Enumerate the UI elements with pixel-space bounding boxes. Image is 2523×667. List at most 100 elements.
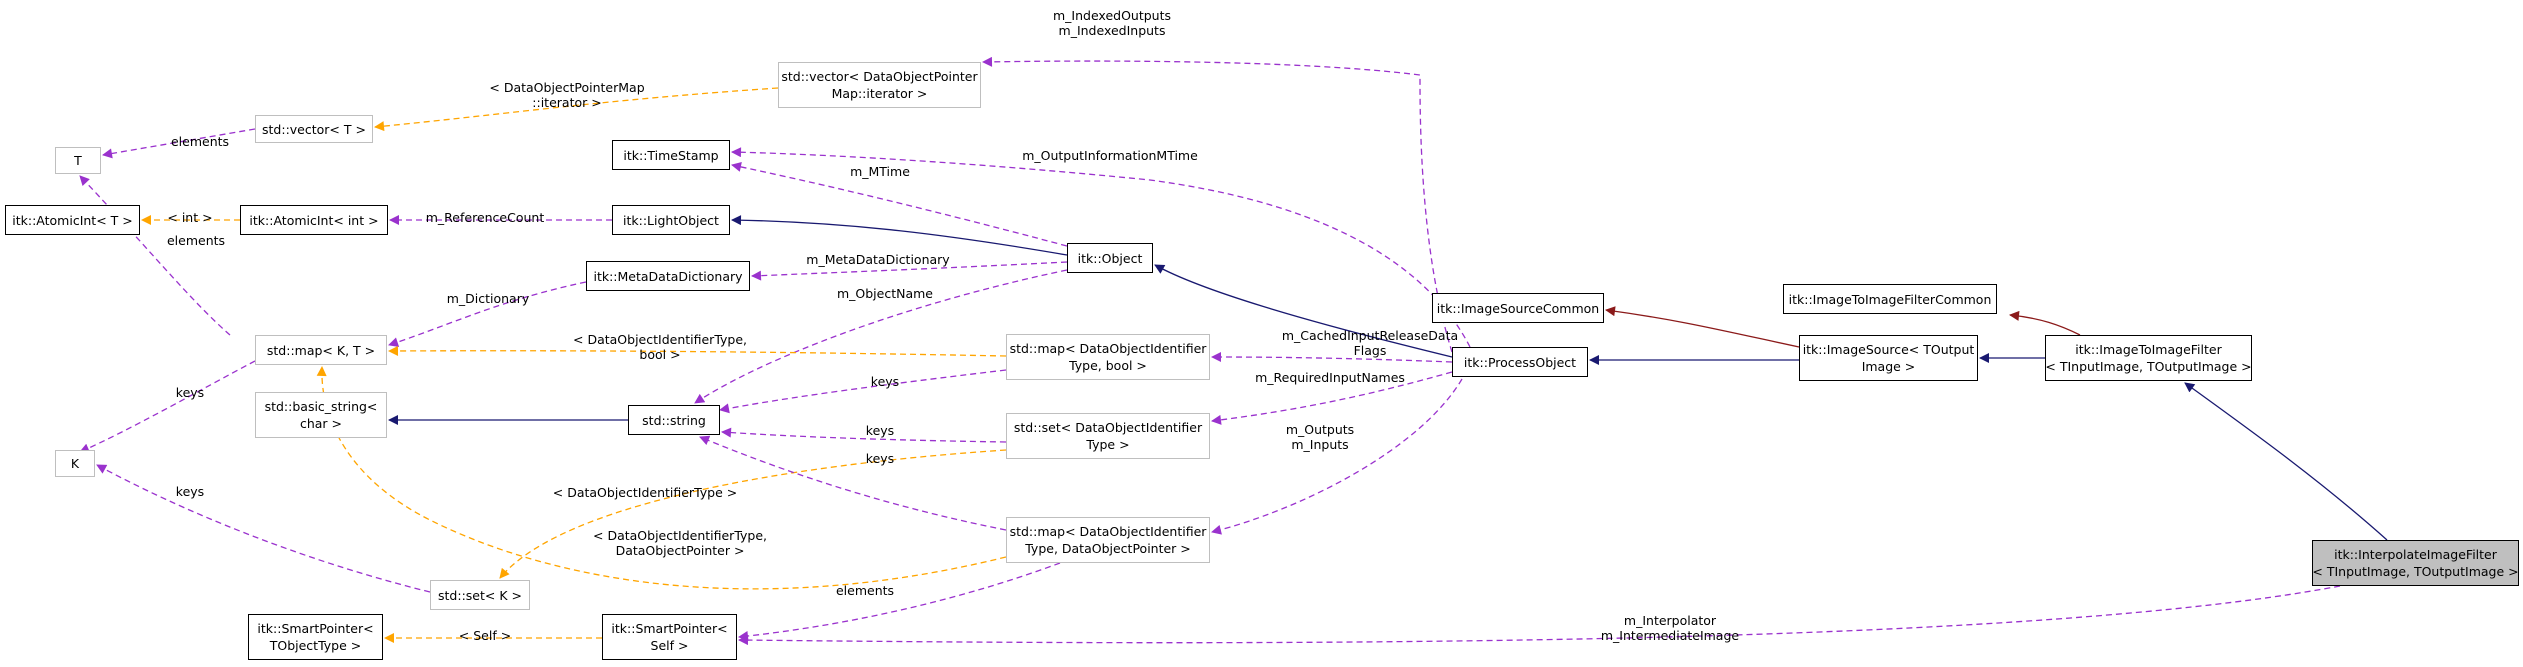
edge-label: m_Interpolator <box>1624 613 1717 628</box>
node-processobject[interactable]: itk::ProcessObject <box>1452 347 1588 377</box>
edge-label: < DataObjectPointerMap <box>489 80 644 95</box>
node-label-line: itk::ImageSource< TOutput <box>1802 342 1975 357</box>
edge-label: m_OutputInformationMTime <box>1022 148 1198 163</box>
node-std-string[interactable]: std::string <box>628 405 720 435</box>
node-label-line: itk::TimeStamp <box>623 147 719 163</box>
edge-label: keys <box>176 484 204 499</box>
edge-label: m_IndexedInputs <box>1059 23 1166 38</box>
node-std-set-k[interactable]: std::set< K > <box>430 580 530 610</box>
edge-label: m_CachedInputReleaseData <box>1282 328 1458 343</box>
node-label-line: itk::AtomicInt< T > <box>12 212 133 228</box>
node-label-line: T <box>74 153 82 168</box>
edge-use <box>1211 352 1453 363</box>
node-atomicint-t[interactable]: itk::AtomicInt< T > <box>5 205 140 235</box>
node-label-line: std::map< DataObjectIdentifier <box>1009 524 1207 539</box>
edge-label: keys <box>871 374 899 389</box>
edge-label: Flags <box>1354 343 1387 358</box>
edge-label: < int > <box>167 210 212 225</box>
edge-label: m_RequiredInputNames <box>1255 370 1405 385</box>
node-T[interactable]: T <box>55 147 101 174</box>
node-label-line: char > <box>299 416 343 431</box>
edge-use <box>96 464 431 593</box>
edge-tmpl <box>388 345 1007 357</box>
node-timestamp[interactable]: itk::TimeStamp <box>612 140 730 170</box>
node-std-vector-t[interactable]: std::vector< T > <box>255 115 373 143</box>
node-label-line: Type, DataObjectPointer > <box>1025 541 1191 556</box>
edge-use <box>719 369 1007 414</box>
edge-use <box>699 435 1007 531</box>
node-std-basic-string[interactable]: std::basic_string<char > <box>255 392 387 438</box>
edge-label: m_MetaDataDictionary <box>806 252 950 267</box>
edge-use <box>102 128 256 159</box>
edge-label: m_ReferenceCount <box>426 210 545 225</box>
edge-use <box>1211 371 1453 425</box>
edge-tmpl <box>374 87 779 132</box>
edge-label: m_IntermediateImage <box>1601 628 1740 643</box>
edge-use <box>79 175 231 336</box>
node-atomicint-int[interactable]: itk::AtomicInt< int > <box>240 205 388 235</box>
node-imagetoimagefilter[interactable]: itk::ImageToImageFilter< TInputImage, TO… <box>2045 335 2252 381</box>
edge-label: m_Inputs <box>1291 437 1348 452</box>
node-label-line: itk::SmartPointer< <box>611 621 728 636</box>
edge-label: ::iterator > <box>532 95 601 110</box>
edge-use <box>1211 378 1463 535</box>
node-label-line: TObjectType > <box>269 638 362 653</box>
node-label-line: std::map< K, T > <box>266 342 376 358</box>
edge-use <box>721 427 1007 443</box>
edge-label: keys <box>866 423 894 438</box>
edge-inh <box>1154 264 1453 358</box>
node-label-line: itk::SmartPointer< <box>257 621 374 636</box>
edge-label: m_Outputs <box>1286 422 1354 437</box>
node-label-line: std::string <box>642 412 706 428</box>
node-label-line: Type, bool > <box>1069 358 1147 373</box>
node-metadatadictionary[interactable]: itk::MetaDataDictionary <box>586 261 750 291</box>
edge-label: elements <box>171 134 229 149</box>
edge-priv <box>1605 306 1800 348</box>
node-label-line: std::set< DataObjectIdentifier <box>1013 420 1203 435</box>
node-K[interactable]: K <box>55 450 95 477</box>
node-object[interactable]: itk::Object <box>1067 243 1153 273</box>
node-std-map-k-t[interactable]: std::map< K, T > <box>255 335 387 365</box>
edge-use <box>738 562 1061 642</box>
edge-use <box>694 269 1068 404</box>
edge-inh <box>731 215 1068 256</box>
node-label-line: K <box>70 456 80 471</box>
edge-label: keys <box>866 451 894 466</box>
node-lightobject[interactable]: itk::LightObject <box>612 205 730 235</box>
node-interpolateimagefilter[interactable]: itk::InterpolateImageFilter< TInputImage… <box>2312 540 2519 586</box>
node-label-line: Type > <box>1086 437 1130 452</box>
node-label-line: Self > <box>650 638 689 653</box>
node-smartpointer-tobjecttype[interactable]: itk::SmartPointer<TObjectType > <box>248 614 383 660</box>
node-label-line: itk::AtomicInt< int > <box>249 212 379 228</box>
edge-use <box>738 585 2341 646</box>
edge-use <box>751 261 1068 281</box>
node-imagesourcecommon[interactable]: itk::ImageSourceCommon <box>1432 293 1604 323</box>
edge-label: bool > <box>639 347 680 362</box>
node-label-line: Image > <box>1861 359 1916 374</box>
edge-label: < DataObjectIdentifierType > <box>553 485 737 500</box>
edge-label: DataObjectPointer > <box>616 543 745 558</box>
edge-priv <box>2009 310 2081 336</box>
edge-label: < Self > <box>459 628 511 643</box>
edge-label: elements <box>836 583 894 598</box>
edge-label: m_MTime <box>850 164 910 179</box>
node-label-line: itk::InterpolateImageFilter <box>2334 547 2497 562</box>
node-label-line: std::vector< T > <box>262 121 366 137</box>
node-label-line: itk::Object <box>1077 250 1143 266</box>
node-smartpointer-self[interactable]: itk::SmartPointer<Self > <box>602 614 737 660</box>
edge-label: < DataObjectIdentifierType, <box>573 332 747 347</box>
edge-label: m_IndexedOutputs <box>1053 8 1171 23</box>
edge-inh <box>2184 382 2388 541</box>
node-label-line: itk::ImageSourceCommon <box>1436 300 1600 316</box>
edge-use <box>731 147 1471 348</box>
node-imagetoimagefiltercommon[interactable]: itk::ImageToImageFilterCommon <box>1783 284 1997 314</box>
node-label-line: < TInputImage, TOutputImage > <box>2312 564 2519 579</box>
node-label-line: itk::LightObject <box>623 212 719 228</box>
edge-label: m_ObjectName <box>837 286 933 301</box>
